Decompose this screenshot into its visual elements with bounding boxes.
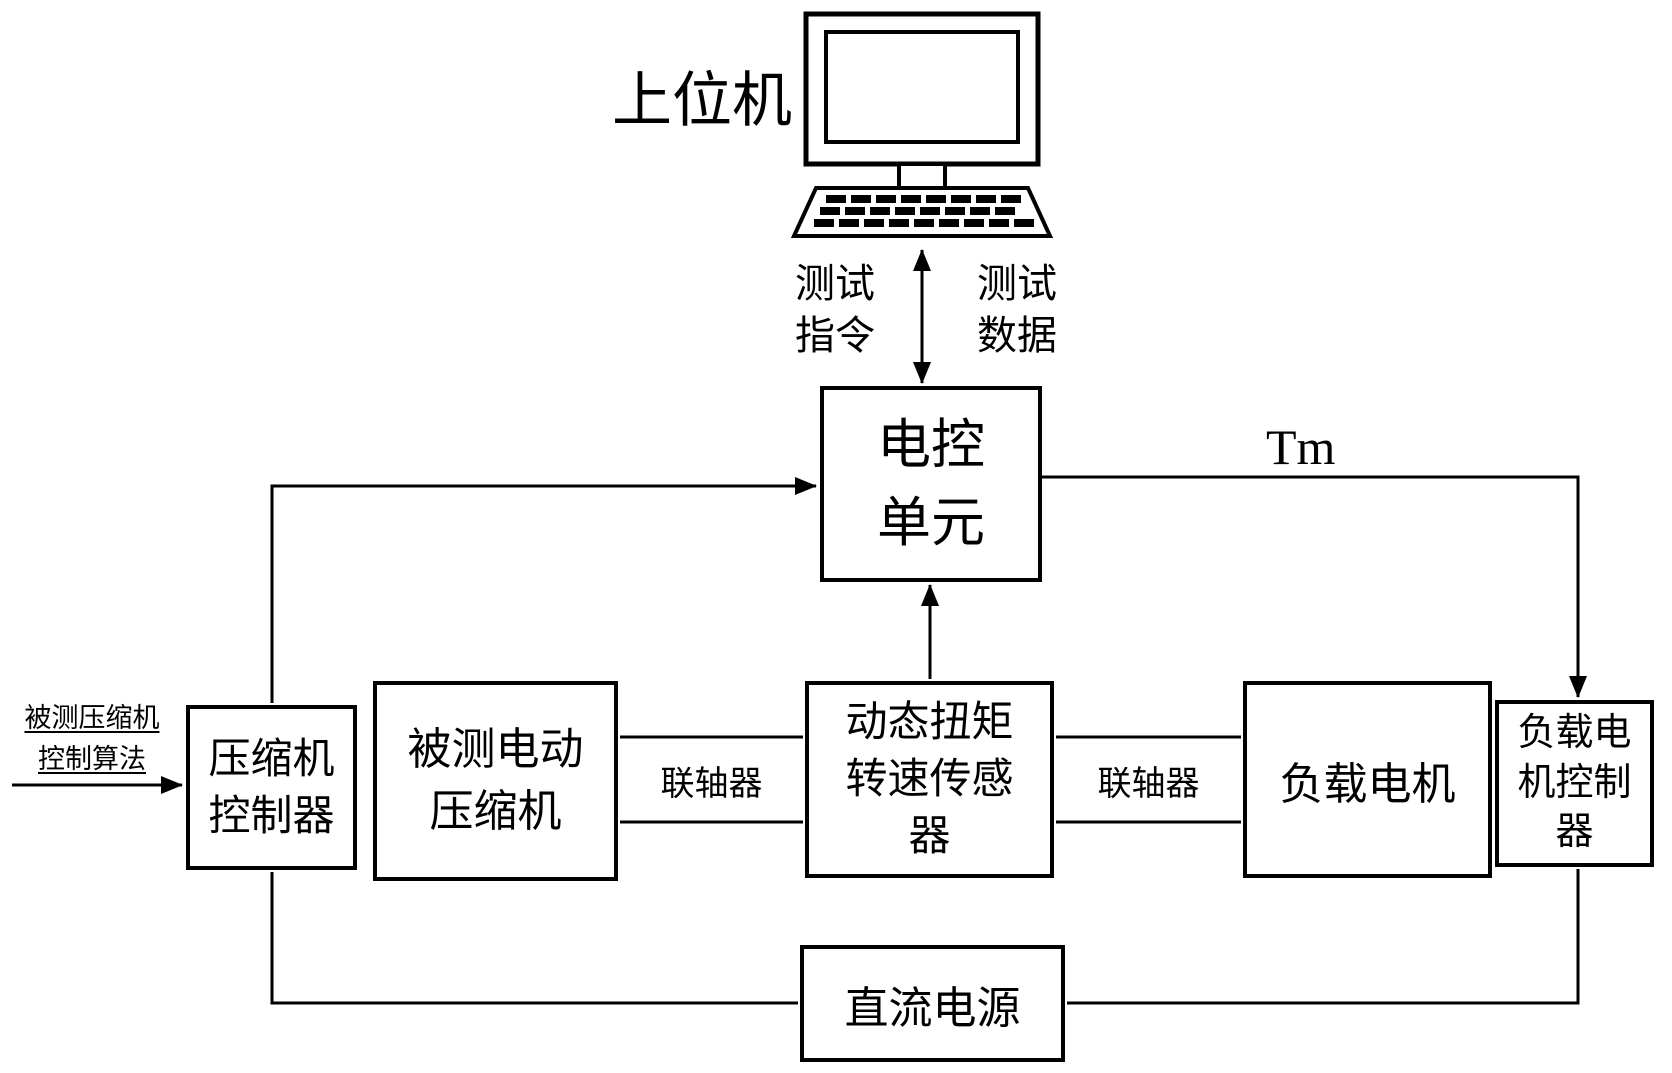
- tested-compressor-box: 被测电动 压缩机: [373, 681, 618, 881]
- dc-power-label: 直流电源: [844, 983, 1021, 1033]
- monitor-stand: [897, 162, 947, 190]
- torque-speed-sensor-box: 动态扭矩 转速传感 器: [805, 681, 1054, 878]
- input-algorithm-label: 被测压缩机 控制算法: [24, 703, 160, 774]
- test-data-label: 测试 数据: [977, 262, 1057, 358]
- load-motor-controller-label: 负载电 机控制 器: [1517, 712, 1632, 854]
- connectors: [12, 249, 1587, 1005]
- keyboard-keys: [814, 195, 1034, 227]
- arrow-compressor-controller-to-ecu: [270, 477, 817, 703]
- desktop-computer-icon: [790, 11, 1054, 238]
- power-line-left: [270, 872, 798, 1005]
- tested-compressor-label: 被测电动 压缩机: [407, 725, 584, 836]
- torque-speed-sensor-label: 动态扭矩 转速传感 器: [845, 698, 1014, 859]
- compressor-controller-box: 压缩机 控制器: [186, 705, 357, 870]
- ecu-box: 电控 单元: [820, 386, 1042, 582]
- ecu-box-label: 电控 单元: [877, 414, 985, 553]
- torque-signal-label: Tm: [1266, 419, 1336, 475]
- monitor-screen: [824, 30, 1020, 144]
- compressor-controller-label: 压缩机 控制器: [208, 734, 335, 839]
- load-motor-box: 负载电机: [1243, 681, 1492, 878]
- test-command-label: 测试 指令: [795, 262, 875, 358]
- load-motor-label: 负载电机: [1279, 759, 1456, 809]
- load-motor-controller-box: 负载电 机控制 器: [1495, 700, 1654, 867]
- coupling-right-label: 联轴器: [1097, 765, 1200, 803]
- coupling-left-label: 联轴器: [660, 765, 763, 803]
- arrow-ecu-tm-to-load-motor-controller: [1042, 475, 1587, 698]
- dc-power-box: 直流电源: [800, 945, 1065, 1062]
- host-computer-label: 上位机: [612, 67, 792, 134]
- power-line-right: [1067, 869, 1580, 1005]
